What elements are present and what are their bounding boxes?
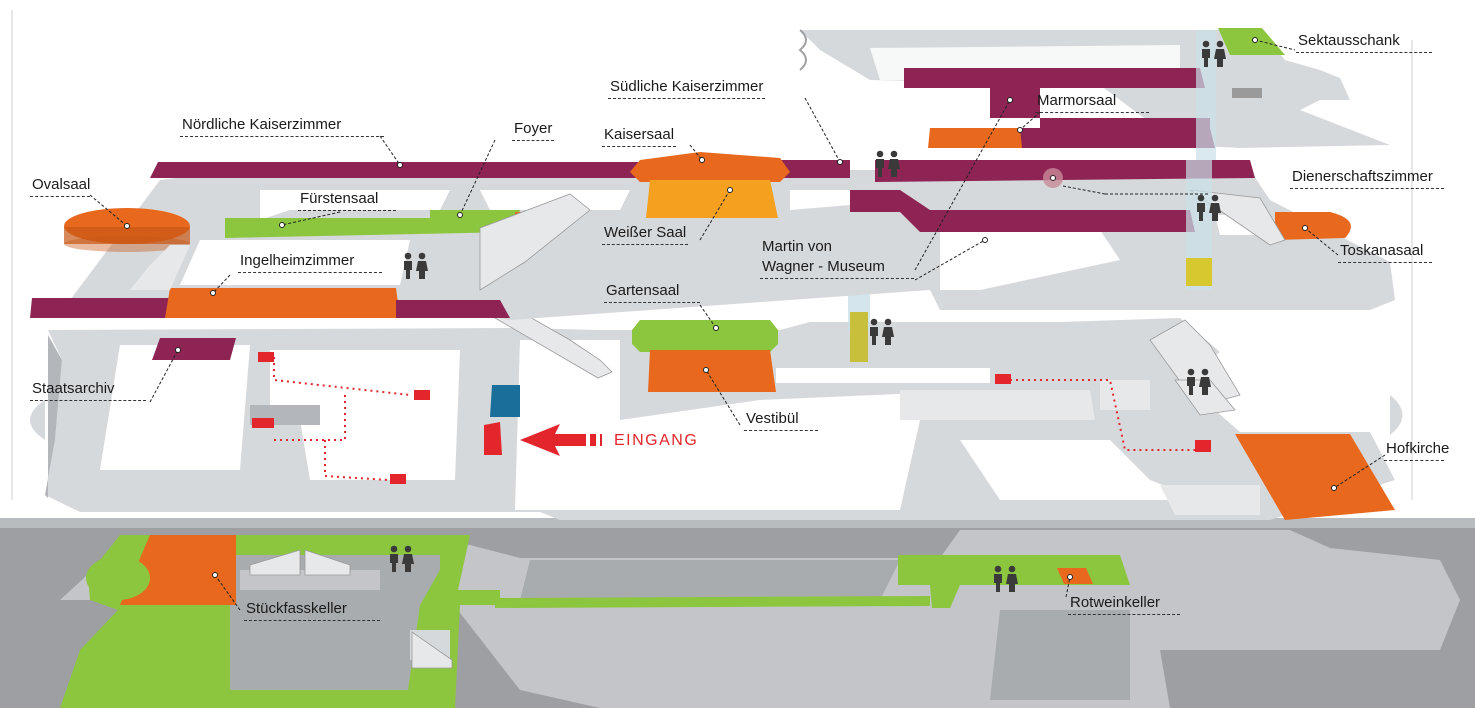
label-marmorsaal[interactable]: Marmorsaal: [1035, 92, 1149, 113]
label-dienerschaftszimmer[interactable]: Dienerschaftszimmer: [1290, 168, 1444, 189]
leader-lines: [89, 39, 1386, 611]
top-floor: [798, 28, 1390, 188]
label-gartensaal[interactable]: Gartensaal: [604, 282, 700, 303]
label-staatsarchiv[interactable]: Staatsarchiv: [30, 380, 146, 401]
basement-level: [0, 518, 1475, 708]
label-hofkirche[interactable]: Hofkirche: [1384, 440, 1449, 461]
label-ingelheimzimmer[interactable]: Ingelheimzimmer: [238, 252, 382, 273]
label-kaisersaal[interactable]: Kaisersaal: [602, 126, 677, 147]
first-floor: [30, 150, 1395, 320]
label-noerdliche-kaiserzimmer[interactable]: Nördliche Kaiserzimmer: [180, 116, 384, 137]
label-stueckfasskeller[interactable]: Stückfasskeller: [244, 600, 380, 621]
entrance-arrow-icon: [520, 424, 602, 456]
label-rotweinkeller[interactable]: Rotweinkeller: [1068, 594, 1180, 615]
label-vestibuel[interactable]: Vestibül: [744, 410, 818, 431]
ground-floor: [30, 250, 1403, 520]
label-museum-line2[interactable]: Wagner - Museum: [760, 258, 914, 279]
label-foyer[interactable]: Foyer: [512, 120, 555, 141]
label-suedliche-kaiserzimmer[interactable]: Südliche Kaiserzimmer: [608, 78, 766, 99]
leader-dots: [124, 37, 1337, 580]
label-eingang[interactable]: EINGANG: [614, 432, 699, 449]
label-sektausschank[interactable]: Sektausschank: [1296, 32, 1432, 53]
label-fuerstensaal[interactable]: Fürstensaal: [298, 190, 396, 211]
label-ovalsaal[interactable]: Ovalsaal: [30, 176, 90, 197]
label-toskanasaal[interactable]: Toskanasaal: [1338, 242, 1432, 263]
label-weisser-saal[interactable]: Weißer Saal: [602, 224, 689, 245]
label-museum-line1[interactable]: Martin von: [762, 238, 833, 255]
